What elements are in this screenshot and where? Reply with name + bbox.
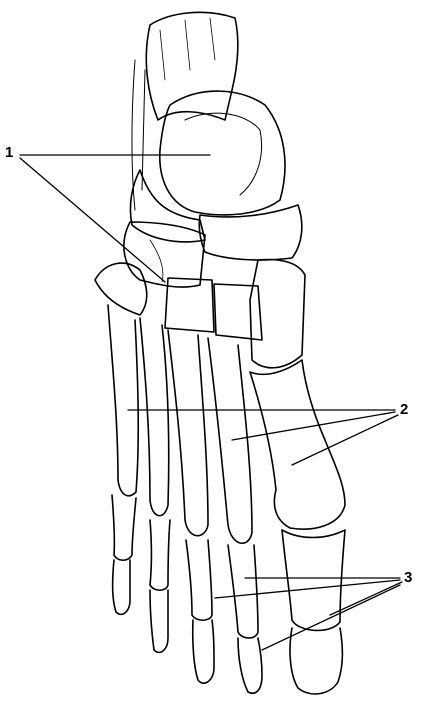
leader-line-2b bbox=[232, 412, 395, 440]
fifth-metatarsal-base bbox=[95, 263, 147, 315]
medial-cuneiform-bone bbox=[250, 260, 305, 368]
label-3: 3 bbox=[404, 570, 412, 585]
label-2: 2 bbox=[400, 402, 408, 417]
metatarsal-2 bbox=[208, 338, 252, 543]
phalanx-3-distal bbox=[193, 620, 214, 683]
phalanx-4-distal bbox=[150, 590, 168, 652]
tibia-bone bbox=[132, 12, 238, 210]
leader-line-2c bbox=[292, 415, 398, 465]
navicular-bone bbox=[199, 205, 302, 260]
metatarsal-5 bbox=[108, 305, 138, 496]
talus-bone bbox=[160, 91, 285, 215]
phalanx-2-distal bbox=[238, 638, 262, 693]
label-1: 1 bbox=[5, 145, 13, 160]
phalanx-5-distal bbox=[113, 560, 130, 614]
cuboid-bone bbox=[124, 222, 205, 287]
phalanx-1-distal bbox=[290, 628, 342, 694]
phalanx-3-proximal bbox=[186, 540, 212, 620]
metatarsal-3 bbox=[168, 330, 208, 536]
metatarsal-4 bbox=[140, 318, 169, 516]
intermediate-cuneiform-bone bbox=[214, 284, 262, 340]
metatarsal-1 bbox=[250, 360, 345, 529]
phalanx-2-proximal bbox=[228, 545, 258, 638]
phalanx-5-proximal bbox=[112, 495, 136, 560]
leader-line-3d bbox=[262, 585, 400, 650]
phalanx-4-proximal bbox=[150, 520, 170, 590]
